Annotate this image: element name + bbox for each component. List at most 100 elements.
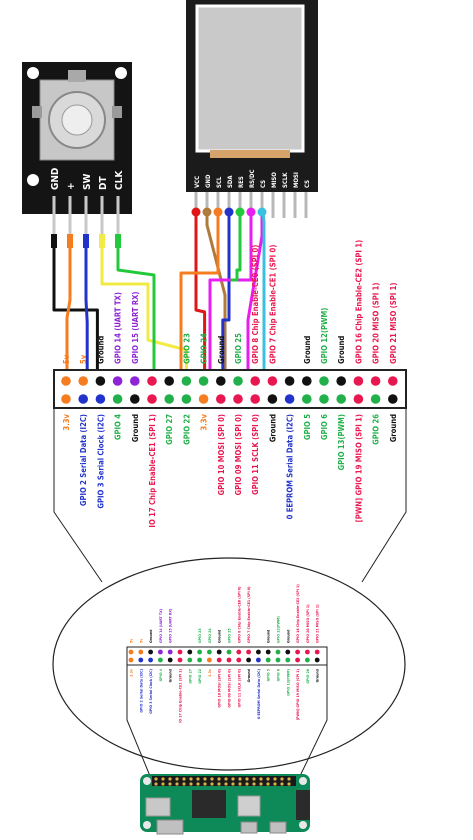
tft-pin-label: CS — [260, 180, 267, 188]
wifi-chip — [237, 795, 261, 817]
gpio-mini-pin-dot — [265, 657, 271, 663]
wire-tip-connector — [67, 234, 73, 248]
pi-gpio-pad — [266, 782, 270, 786]
gpio-bottom-label: GPIO 22 — [182, 414, 191, 445]
gpio-bottom-label: GPIO 10 MOSI (SPI 0) — [217, 414, 226, 496]
gpio-mini-bottom-label: GPIO 10 MOSI (SPI 0) — [218, 668, 222, 707]
gpio-mini-pin-dot — [285, 649, 291, 655]
gpio-bottom-label: GPIO 2 Serial Data (I2C) — [79, 414, 88, 506]
encoder-pin-leg — [68, 196, 72, 236]
wire-tft-sda — [221, 210, 231, 396]
gpio-mini-pin-dot — [314, 657, 320, 663]
wire-encoder-dt — [100, 234, 188, 396]
gpio-pin-dot — [353, 394, 364, 404]
gpio-pin-dot — [112, 394, 123, 404]
pi-gpio-pad — [245, 782, 249, 786]
gpio-pin-dot — [147, 394, 157, 404]
gpio-pin-dot — [112, 376, 123, 386]
gpio-top-label: GPIO 20 MISO (SPI 1) — [372, 282, 381, 364]
gpio-mini-pin-dot — [187, 657, 193, 663]
encoder-pin-label: GND — [50, 168, 61, 190]
micro-usb-port — [240, 821, 258, 834]
tft-flex-strip — [210, 150, 290, 158]
gpio-mini-pin-dot — [275, 657, 281, 663]
gpio-bottom-label: GPIO 4 — [114, 414, 123, 440]
pi-gpio-pad — [182, 782, 186, 786]
gpio-mini-pin-dot — [177, 649, 183, 655]
wires — [51, 207, 267, 400]
gpio-mini-top-label: GPIO 14 (UART TX) — [159, 608, 163, 643]
gpio-pin-dot — [198, 376, 209, 386]
gpio-mini-pin-dot — [275, 649, 281, 655]
gpio-pin-dot — [302, 394, 312, 404]
gpio-mini-bottom-label: 0 EEPROM Serial Data (I2C) — [257, 668, 261, 718]
gpio-pin-dot — [302, 376, 312, 386]
zoom-line-right — [361, 408, 407, 583]
gpio-pin-dot — [284, 394, 295, 404]
gpio-mini-bottom-label: GPIO 5 — [267, 668, 271, 681]
tft-pin-label: MOSI — [293, 172, 300, 188]
gpio-mini-top-label: GPIO 7 Chip Enable-CE1 (SPI 0) — [247, 586, 251, 643]
gpio-mini-pin-dot — [246, 649, 252, 655]
gpio-top-label: 5v — [79, 354, 88, 364]
gpio-top-label: Ground — [217, 336, 226, 364]
gpio-pin-dot — [130, 376, 140, 386]
tft-pin-label: SCL — [216, 176, 223, 188]
gpio-mini-top-label: GPIO 23 — [198, 628, 202, 643]
gpio-mini-pin-dot — [197, 649, 203, 655]
zoom-ellipse — [52, 557, 406, 771]
wire-tft-vcc — [194, 210, 207, 396]
gpio-pin-dot — [147, 376, 157, 386]
tft-pin-strip — [186, 160, 318, 192]
gpio-mini-top-label: GPIO 8 Chip Enable-CE0 (SPI 0) — [237, 586, 241, 643]
gpio-pin-dot — [319, 394, 329, 404]
tft-pin-label: SDA — [227, 175, 234, 188]
gpio-mini-bottom-label: GPIO 09 MOSI (SPI 0) — [228, 668, 232, 707]
gpio-mini-top-label: Ground — [218, 629, 222, 643]
gpio-mini-pin-dot — [148, 649, 154, 655]
gpio-bottom-label: GPIO 5 — [303, 414, 312, 440]
wire-encoder-gnd — [52, 234, 99, 377]
pi-gpio-pad — [259, 782, 263, 786]
pi-gpio-pad — [168, 777, 172, 781]
gpio-pin-dot — [336, 394, 347, 404]
gpio-pin-dot — [181, 394, 192, 404]
gpio-mini-bottom-label: Ground — [247, 668, 251, 682]
mounting-hole-icon — [27, 67, 39, 79]
tft-pin-legs — [194, 192, 308, 218]
gpio-bottom-label: GPIO 26 — [372, 414, 381, 445]
pi-gpio-pad — [196, 782, 200, 786]
gpio-mini-top-label: GPIO 12(PWM) — [277, 616, 281, 643]
encoder-pin-label: DT — [98, 176, 109, 190]
gpio-mini-pin-dot — [138, 649, 144, 655]
pi-gpio-pad — [182, 777, 186, 781]
gpio-bottom-label: 3.3v — [62, 413, 71, 430]
csi-connector — [296, 790, 310, 820]
tft-pin-label: RS/DC — [249, 170, 256, 188]
gpio-mini-pin-dot — [187, 649, 193, 655]
pi-gpio-pad — [168, 782, 172, 786]
gpio-bottom-label: GPIO 6 — [320, 414, 329, 440]
wire-tip-dot — [246, 207, 256, 217]
wire-tft-gnd — [205, 210, 227, 380]
gpio-pin-dot — [95, 394, 106, 404]
gpio-mini-pin-dot — [236, 649, 242, 655]
pi-gpio-pad — [259, 777, 263, 781]
gpio-mini-pin-dot — [158, 657, 163, 663]
gpio-mini-pin-dot — [177, 657, 183, 663]
mounting-hole-icon — [299, 821, 307, 829]
encoder-side-lug — [112, 106, 122, 118]
gpio-mini-pin-dot — [197, 657, 203, 663]
wire-tip-dot — [191, 207, 201, 217]
gpio-pin-dot — [284, 376, 295, 386]
gpio-mini-pin-dot — [207, 657, 212, 663]
gpio-pin-dot — [388, 376, 398, 386]
gpio-top-label: 5v — [62, 354, 71, 364]
mounting-hole-icon — [115, 67, 127, 79]
pi-gpio-pad — [217, 782, 221, 786]
pi-gpio-strip — [152, 776, 296, 786]
pi-gpio-pad — [231, 782, 235, 786]
gpio-bottom-label: 3.3v — [200, 413, 209, 430]
tft-pin-leg — [227, 192, 231, 218]
